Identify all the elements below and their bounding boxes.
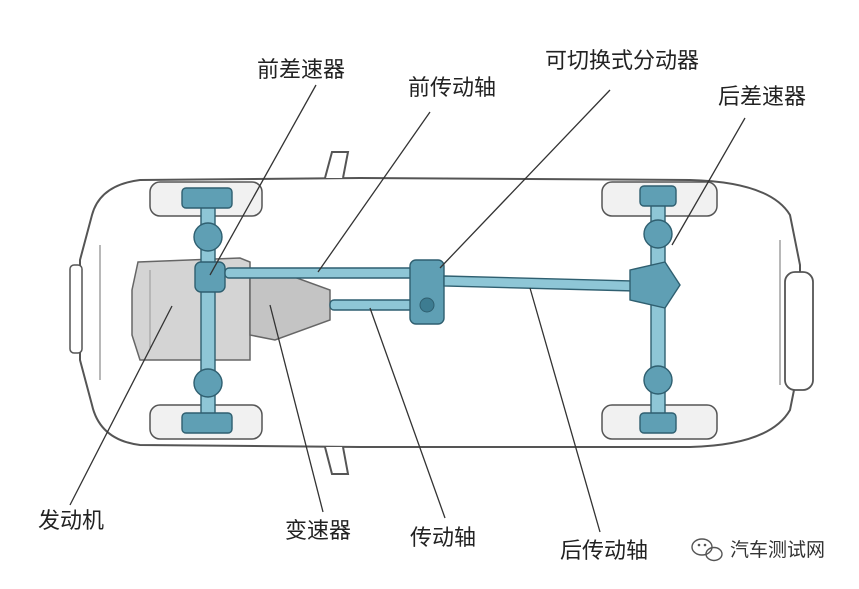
- watermark-text: 汽车测试网: [730, 539, 825, 561]
- rear-bumper: [784, 271, 814, 391]
- leader-rear-diff: [671, 117, 746, 246]
- rear-hub-top: [643, 219, 673, 249]
- mirror-top: [324, 151, 350, 179]
- leader-rear-shaft: [529, 287, 601, 533]
- label-gearbox: 变速器: [285, 519, 351, 544]
- label-rear-diff: 后差速器: [718, 85, 806, 110]
- leader-transfer-case: [439, 89, 611, 269]
- knuckle-fr: [181, 412, 233, 434]
- label-drive-shaft: 传动轴: [410, 526, 476, 551]
- front-bumper: [69, 264, 83, 354]
- front-diff-housing: [194, 261, 226, 293]
- rear-hub-bottom: [643, 365, 673, 395]
- drive-shaft: [329, 299, 416, 311]
- label-rear-shaft: 后传动轴: [560, 539, 648, 564]
- label-front-shaft: 前传动轴: [408, 76, 496, 101]
- front-hub-bottom: [193, 368, 223, 398]
- label-transfer-case: 可切换式分动器: [545, 49, 699, 74]
- transfer-case-output: [419, 297, 435, 313]
- label-engine: 发动机: [38, 509, 104, 534]
- transfer-case: [409, 259, 445, 325]
- leader-front-shaft: [317, 111, 431, 273]
- rear-knuckle-bottom: [639, 412, 677, 434]
- knuckle-fl: [181, 187, 233, 209]
- label-front-diff: 前差速器: [257, 58, 345, 83]
- rear-diff-housing: [629, 261, 681, 309]
- leader-gearbox: [269, 304, 324, 513]
- body-inner-line: [99, 240, 781, 385]
- leader-front-diff: [209, 84, 317, 276]
- leader-drive-shaft: [369, 307, 446, 519]
- front-hub-top: [193, 222, 223, 252]
- rear-knuckle-top: [639, 185, 677, 207]
- leader-engine: [69, 305, 173, 506]
- wechat-icon: [691, 538, 723, 562]
- mirror-bottom: [324, 446, 350, 475]
